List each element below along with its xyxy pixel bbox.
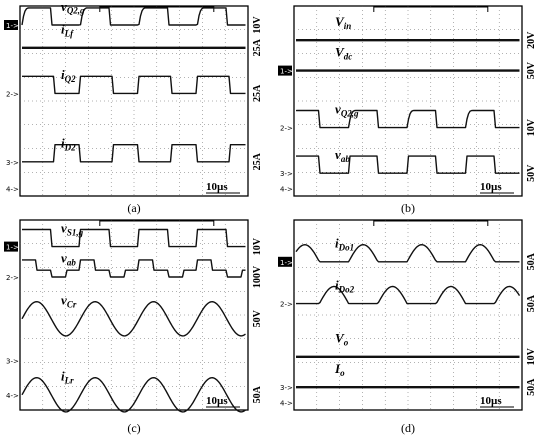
channel-marker: 2->: [280, 301, 293, 309]
scope-frame: [293, 219, 523, 411]
signal-label: vQ2,g: [61, 0, 85, 16]
scale-label: 10V: [526, 347, 537, 365]
scale-label: 50V: [526, 61, 537, 79]
channel-marker: 3->: [6, 159, 19, 167]
scale-label: 50A: [526, 378, 537, 396]
channel-marker: 2->: [6, 274, 19, 282]
waveform-trace: [295, 109, 520, 129]
waveform-trace: [22, 144, 246, 163]
signal-label: vab: [335, 147, 350, 164]
signal-label: iDo1: [335, 236, 354, 253]
waveform-trace: [21, 377, 246, 413]
scale-label: 50A: [526, 252, 537, 270]
panel-caption: (a): [127, 201, 140, 215]
channel-marker: 4->: [280, 399, 293, 407]
channel-marker: 1->: [6, 244, 19, 252]
time-scale-label: 10µs: [206, 395, 228, 407]
trigger-bracket: [99, 6, 215, 12]
channel-marker: 1->: [280, 259, 293, 267]
scale-label: 50A: [252, 385, 263, 403]
signal-label: iQ2: [61, 67, 76, 84]
channel-marker-box: [4, 20, 18, 30]
waveform-trace: [296, 285, 521, 305]
scope-frame: [19, 5, 249, 197]
scale-label: 25A: [252, 152, 263, 170]
scale-label: 10V: [252, 16, 263, 34]
panel-caption: (b): [401, 201, 415, 215]
scale-label: 20V: [526, 31, 537, 49]
time-scale-label: 10µs: [480, 181, 502, 193]
signal-label: vab: [61, 251, 76, 268]
scope-panel: 1-> vS1,g 10V 2-> vab 100V vCr 50V 3-> 4-> iLr 50A 1…: [4, 219, 263, 413]
waveform-trace: [21, 301, 246, 337]
signal-label: vCr: [61, 293, 77, 310]
channel-marker: 3->: [280, 170, 293, 178]
channel-marker: 1->: [6, 22, 19, 30]
signal-label: Vin: [335, 14, 351, 31]
waveform-trace: [295, 244, 520, 263]
panel-caption: (d): [401, 421, 415, 435]
scale-label: 50A: [526, 294, 537, 312]
channel-marker: 3->: [6, 358, 19, 366]
waveform-trace: [22, 228, 246, 248]
signal-label: iLf: [61, 22, 74, 39]
signal-label: Vdc: [335, 44, 352, 61]
waveform-trace: [21, 7, 246, 26]
channel-marker: 4->: [6, 185, 19, 193]
channel-marker: 4->: [280, 185, 293, 193]
channel-marker: 1->: [280, 68, 293, 76]
scale-label: 10V: [252, 237, 263, 255]
scale-label: 25A: [252, 84, 263, 102]
signal-label: iLr: [61, 369, 74, 386]
scope-panel: Vin 20V 1-> Vdc 50V 2-> vQ2,g 10V 3-> vab 50V 4-> 10…: [278, 5, 537, 197]
scale-label: 50V: [526, 164, 537, 182]
channel-marker: 2->: [280, 125, 293, 133]
trigger-bracket: [373, 6, 489, 12]
channel-marker-box: [278, 256, 292, 267]
scope-panel: 1-> iDo1 50A 2-> iDo2 50A Vo 10V 3-> Io 50A 4-> 10µs: [278, 219, 537, 411]
channel-marker-box: [278, 65, 292, 76]
trigger-bracket: [373, 220, 489, 226]
channel-marker: 2->: [6, 90, 19, 98]
scale-label: 50V: [252, 309, 263, 327]
signal-label: iDo2: [335, 277, 355, 294]
waveform-trace: [22, 259, 246, 278]
signal-label: Vo: [335, 331, 349, 348]
trigger-bracket: [99, 220, 215, 226]
scale-label: 25A: [252, 38, 263, 56]
waveform-trace: [22, 75, 246, 95]
scale-label: 100V: [252, 265, 263, 288]
channel-marker: 3->: [280, 384, 293, 392]
time-scale-label: 10µs: [480, 395, 502, 407]
signal-label: vQ2,g: [335, 101, 359, 118]
signal-label: Io: [334, 361, 345, 378]
panel-caption: (c): [127, 421, 140, 435]
channel-marker: 4->: [6, 392, 19, 400]
channel-marker-box: [4, 241, 18, 252]
scope-panel: 1-> vQ2,g 10V iLf 25A 2-> iQ2 25A 3-> iD2 25A 4-> 10…: [4, 0, 263, 197]
signal-label: vS1,g: [61, 220, 84, 237]
waveform-trace: [296, 155, 520, 174]
time-scale-label: 10µs: [206, 181, 228, 193]
signal-label: iD2: [61, 136, 76, 153]
scale-label: 10V: [526, 118, 537, 136]
